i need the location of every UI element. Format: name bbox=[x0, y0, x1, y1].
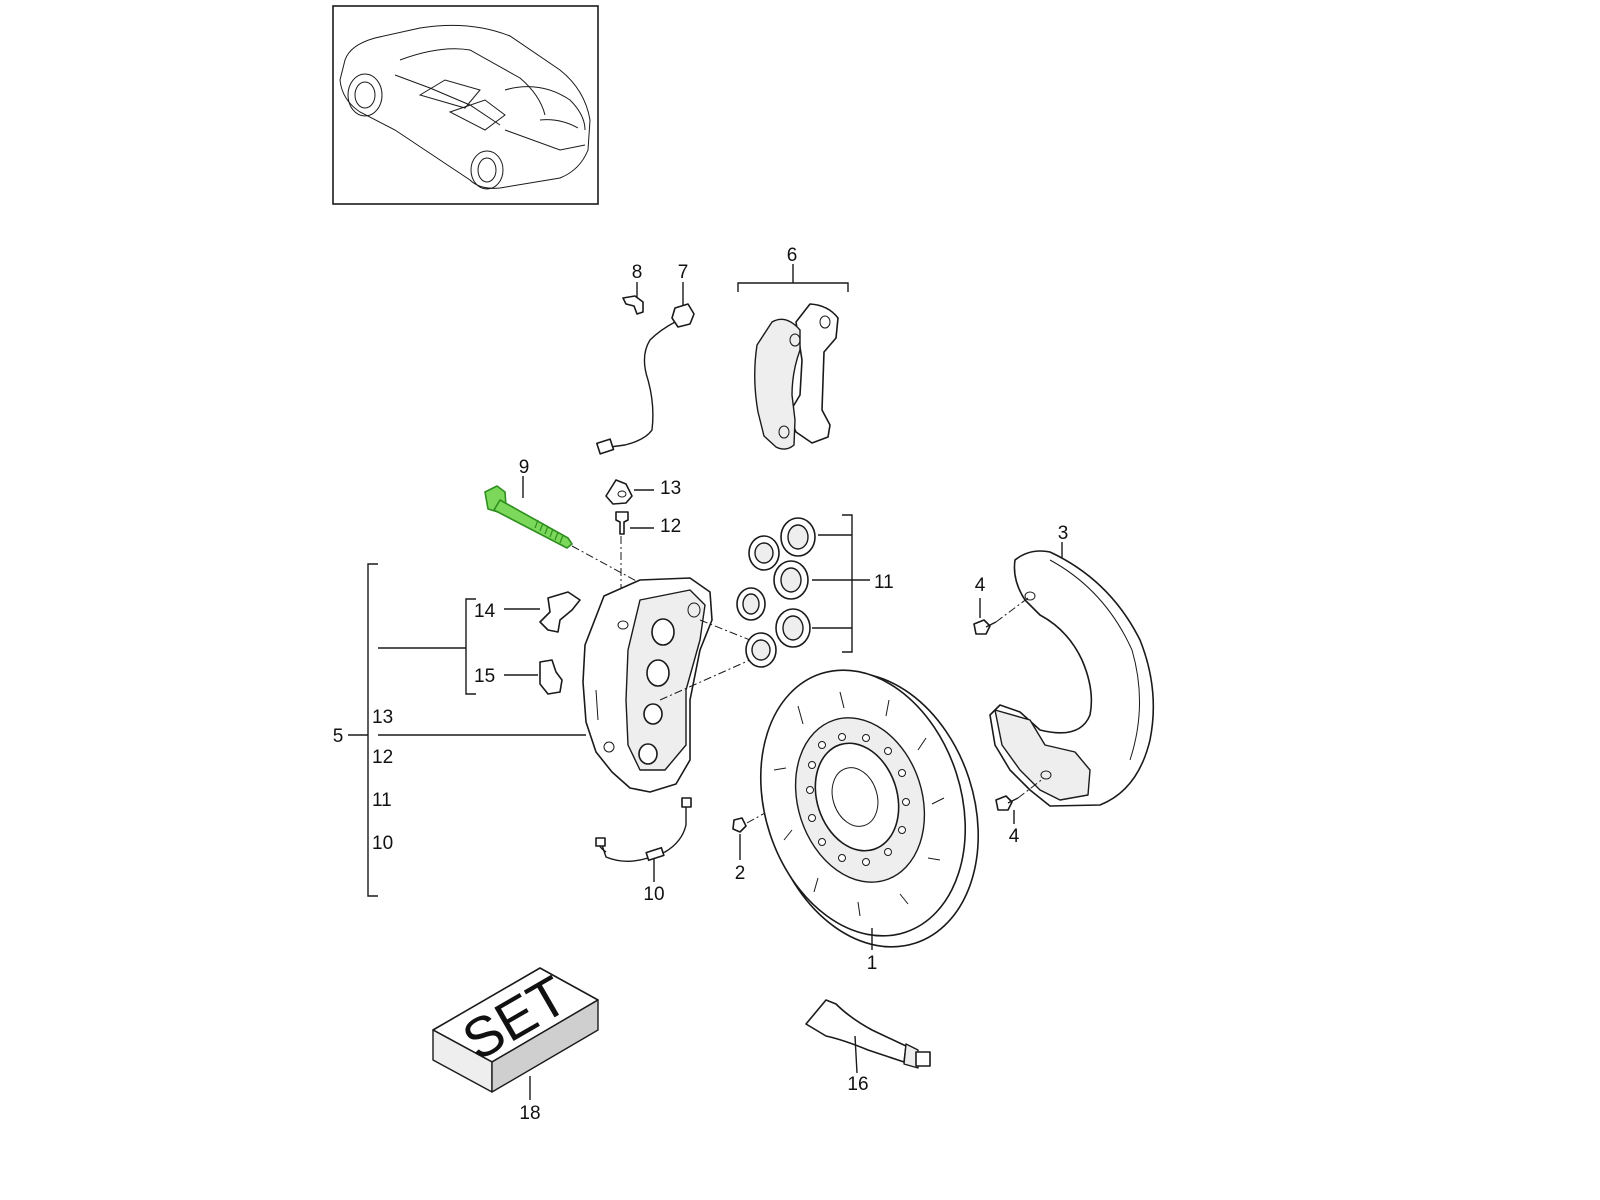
callout-6[interactable]: 6 bbox=[787, 245, 798, 266]
kit-item-10[interactable]: 10 bbox=[372, 833, 393, 854]
callout-12-bleeder-valve[interactable]: 12 bbox=[660, 516, 681, 537]
brake-caliper[interactable] bbox=[582, 577, 771, 793]
callout-14[interactable]: 14 bbox=[474, 601, 496, 622]
callout-18[interactable]: 18 bbox=[519, 1103, 540, 1124]
pad-retainer[interactable] bbox=[504, 659, 563, 695]
caliper-kit-bracket bbox=[348, 563, 586, 897]
caliper-bolt[interactable] bbox=[484, 476, 641, 584]
splash-guard-screw-lower[interactable] bbox=[995, 777, 1045, 824]
splash-guard-screw-upper[interactable] bbox=[973, 597, 1029, 635]
callout-7[interactable]: 7 bbox=[678, 262, 689, 283]
brake-line[interactable] bbox=[595, 797, 692, 882]
callout-4-lower[interactable]: 4 bbox=[1009, 826, 1020, 847]
callout-8[interactable]: 8 bbox=[632, 262, 643, 283]
splash-guard[interactable] bbox=[989, 542, 1155, 807]
parts-set-box[interactable]: SET bbox=[432, 963, 599, 1100]
sensor-clip[interactable] bbox=[622, 282, 644, 315]
callout-11[interactable]: 11 bbox=[874, 572, 894, 593]
vehicle-thumbnail bbox=[332, 5, 599, 205]
kit-item-13[interactable]: 13 bbox=[372, 707, 393, 728]
callout-5[interactable]: 5 bbox=[333, 726, 344, 747]
callout-9[interactable]: 9 bbox=[519, 457, 530, 478]
kit-item-12[interactable]: 12 bbox=[372, 747, 393, 768]
callout-16[interactable]: 16 bbox=[847, 1074, 868, 1095]
callout-2[interactable]: 2 bbox=[735, 863, 746, 884]
callout-3[interactable]: 3 bbox=[1058, 523, 1069, 544]
callout-13-bleeder-cap[interactable]: 13 bbox=[660, 478, 681, 499]
kit-item-11[interactable]: 11 bbox=[372, 790, 392, 811]
callout-1[interactable]: 1 bbox=[867, 953, 878, 974]
pad-spring-clip[interactable] bbox=[504, 591, 581, 633]
callout-15[interactable]: 15 bbox=[474, 666, 495, 687]
wear-sensor[interactable] bbox=[595, 282, 695, 455]
brake-disc[interactable] bbox=[728, 643, 1013, 974]
callout-4-upper[interactable]: 4 bbox=[975, 575, 986, 596]
callout-10[interactable]: 10 bbox=[643, 884, 664, 905]
brake-pads[interactable] bbox=[737, 264, 849, 450]
bleeder-cap[interactable] bbox=[605, 479, 654, 505]
callout-labels: 6 8 7 9 13 12 3 11 4 14 15 5 13 12 11 10… bbox=[333, 245, 1069, 1124]
grease-tube[interactable] bbox=[805, 999, 931, 1074]
piston-seals[interactable] bbox=[736, 514, 870, 668]
